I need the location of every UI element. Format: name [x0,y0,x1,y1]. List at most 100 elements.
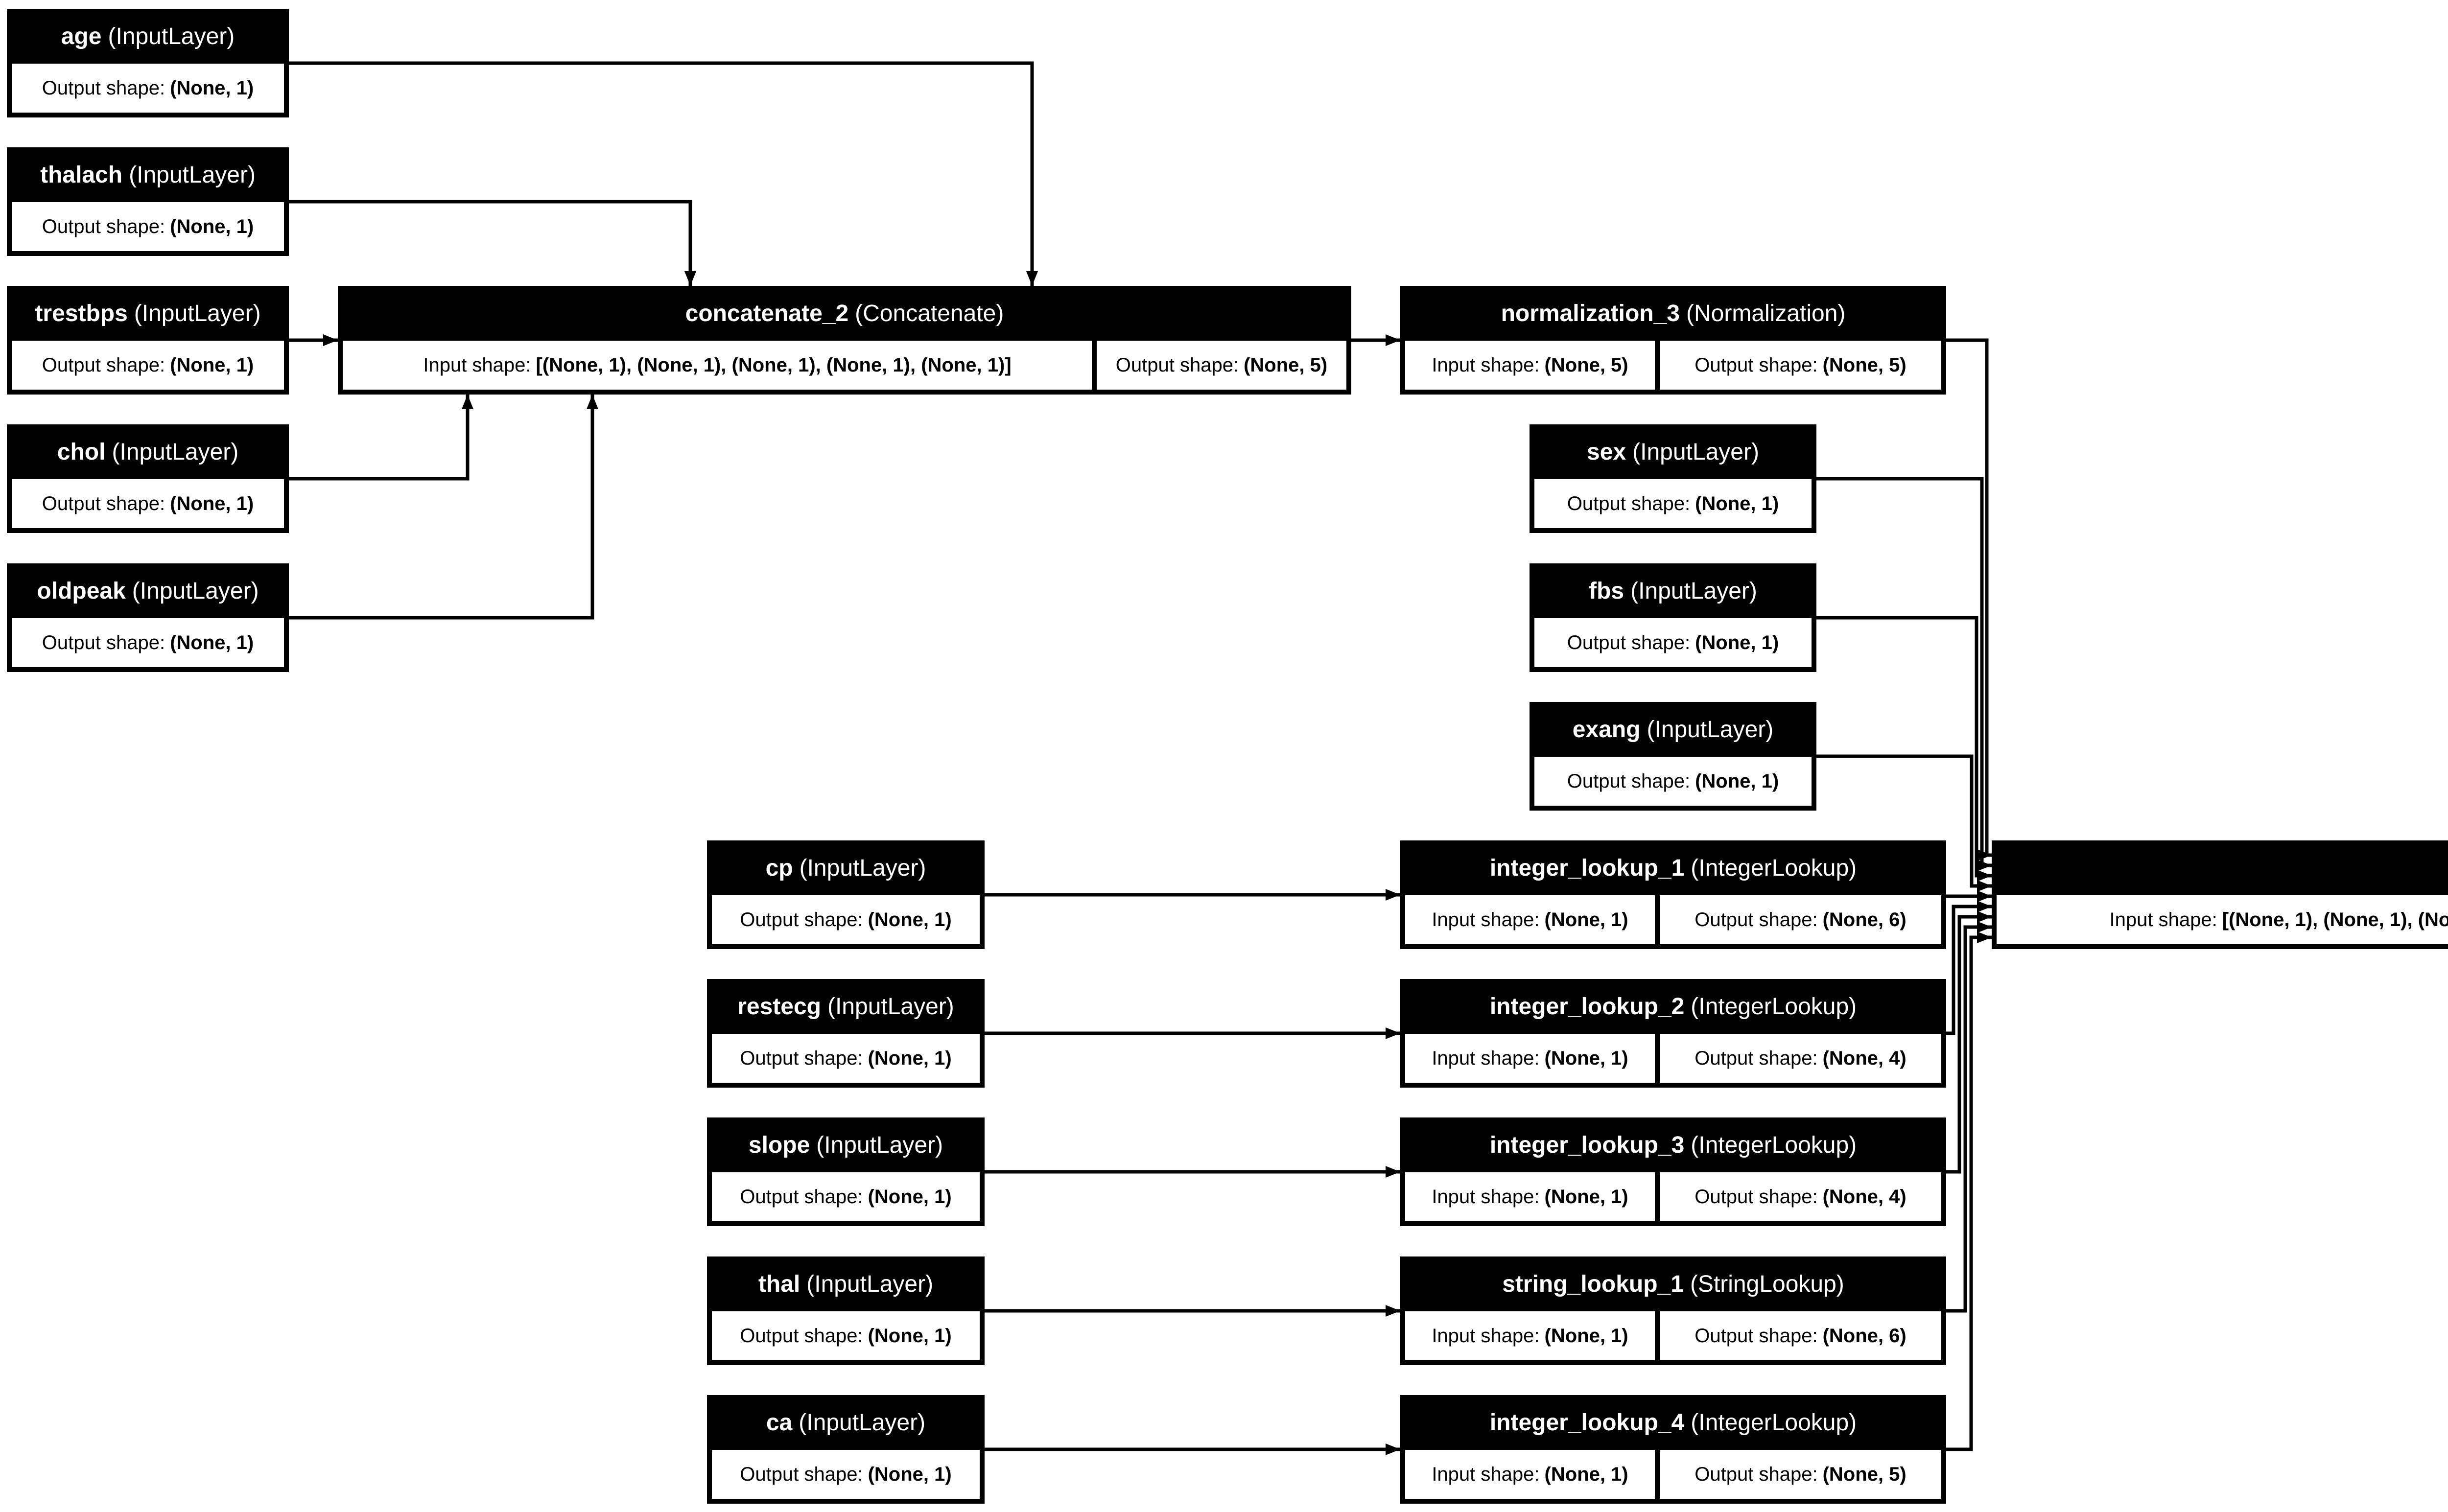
shape-value: (None, 1) [868,1047,952,1069]
layer-name: trestbps [35,300,128,326]
layer-type: (InputLayer) [827,993,954,1020]
layer-body: Input shape: (None, 1) Output shape: (No… [1405,1311,1941,1360]
layer-body: Input shape: (None, 1) Output shape: (No… [1405,1034,1941,1083]
layer-type: (IntegerLookup) [1691,855,1857,881]
cell-input-shape: Input shape: (None, 1) [1405,1172,1655,1221]
layer-body: Input shape: (None, 1) Output shape: (No… [1405,1172,1941,1221]
arrowhead-icon [1977,860,1992,871]
layer-header: chol (InputLayer) [7,424,289,479]
arrowhead-icon [1977,870,1992,882]
shape-value: (None, 1) [170,492,254,514]
layer-body: Output shape: (None, 1) [1534,618,1812,667]
arrowhead-icon [1977,921,1992,933]
layer-type: (StringLookup) [1690,1271,1844,1297]
layer-header: cp (InputLayer) [707,840,985,895]
shape-value: (None, 1) [170,354,254,376]
arrowhead-icon [684,271,696,286]
node-thalach: thalach (InputLayer) Output shape: (None… [7,147,289,256]
shape-label: Output shape: [1115,354,1239,376]
layer-header: sex (InputLayer) [1530,424,1816,479]
node-trestbps: trestbps (InputLayer) Output shape: (Non… [7,286,289,395]
edge-age-to-concatenate_2 [289,61,1034,286]
shape-value: (None, 5) [1822,1463,1907,1485]
shape-value: (None, 1) [170,631,254,653]
shape-value: (None, 5) [1822,354,1907,376]
shape-value: [(None, 1), (None, 1), (None, 1), (None,… [2222,908,2448,930]
cell-output-shape: Output shape: (None, 1) [712,1450,980,1499]
layer-name: oldpeak [37,578,126,604]
layer-body: Output shape: (None, 1) [1534,757,1812,806]
layer-body: Output shape: (None, 1) [712,895,980,944]
shape-label: Input shape: [1432,908,1540,930]
cell-output-shape: Output shape: (None, 5) [1097,341,1346,390]
node-integer_lookup_4: integer_lookup_4 (IntegerLookup) Input s… [1400,1395,1946,1504]
layer-header: exang (InputLayer) [1530,702,1816,757]
node-normalization_3: normalization_3 (Normalization) Input sh… [1400,286,1946,395]
shape-value: (None, 1) [1544,908,1628,930]
edge-normalization_3-to-concatenate_3 [1946,338,1992,857]
shape-value: (None, 5) [1244,354,1328,376]
layer-type: (InputLayer) [108,23,235,49]
layer-header: integer_lookup_2 (IntegerLookup) [1400,979,1946,1034]
shape-label: Input shape: [1432,354,1540,376]
cell-output-shape: Output shape: (None, 1) [712,1311,980,1360]
layer-header: integer_lookup_4 (IntegerLookup) [1400,1395,1946,1450]
arrowhead-icon [1386,1166,1400,1178]
shape-label: Output shape: [1695,354,1818,376]
layer-type: (InputLayer) [129,162,256,188]
layer-name: age [61,23,102,49]
cell-input-shape: Input shape: [(None, 1), (None, 1), (Non… [343,341,1092,390]
edge-fbs-to-concatenate_3 [1816,616,1992,878]
shape-value: (None, 1) [868,1325,952,1347]
layer-body: Output shape: (None, 1) [1534,479,1812,528]
shape-value: (None, 1) [1544,1186,1628,1208]
arrowhead-icon [1977,849,1992,861]
cell-output-shape: Output shape: (None, 1) [1534,479,1812,528]
shape-label: Output shape: [1567,631,1691,653]
layer-body: Input shape: [(None, 1), (None, 1), (Non… [343,341,1346,390]
layer-name: concatenate_2 [685,300,849,326]
cell-output-shape: Output shape: (None, 1) [712,1034,980,1083]
node-concatenate_3: concatenate_3 (Concatenate) Input shape:… [1992,840,2448,949]
layer-name: integer_lookup_4 [1489,1409,1685,1436]
layer-type: (Normalization) [1686,300,1846,326]
layer-header: fbs (InputLayer) [1530,563,1816,618]
layer-name: normalization_3 [1501,300,1680,326]
layer-name: fbs [1589,578,1624,604]
shape-label: Input shape: [2109,908,2217,930]
layer-body: Output shape: (None, 1) [12,341,284,390]
edge-thalach-to-concatenate_2 [289,200,692,286]
shape-label: Output shape: [42,631,165,653]
cell-output-shape: Output shape: (None, 1) [1534,618,1812,667]
shape-value: (None, 1) [868,1186,952,1208]
cell-output-shape: Output shape: (None, 1) [712,1172,980,1221]
arrowhead-icon [1386,1027,1400,1039]
layer-name: thal [758,1271,800,1297]
layer-type: (IntegerLookup) [1691,993,1857,1020]
cell-output-shape: Output shape: (None, 1) [12,618,284,667]
shape-label: Output shape: [740,1186,863,1208]
cell-output-shape: Output shape: (None, 1) [12,341,284,390]
shape-label: Input shape: [1432,1325,1540,1347]
node-concatenate_2: concatenate_2 (Concatenate) Input shape:… [338,286,1351,395]
layer-header: integer_lookup_3 (IntegerLookup) [1400,1117,1946,1172]
layer-type: (Concatenate) [855,300,1004,326]
arrowhead-icon [1386,1305,1400,1317]
node-exang: exang (InputLayer) Output shape: (None, … [1530,702,1816,811]
shape-value: (None, 1) [868,908,952,930]
shape-value: (None, 6) [1822,1325,1907,1347]
layer-type: (IntegerLookup) [1691,1132,1857,1158]
arrowhead-icon [1386,334,1400,346]
layer-type: (InputLayer) [112,439,239,465]
edge-oldpeak-to-concatenate_2 [289,395,594,620]
shape-value: (None, 1) [170,215,254,237]
shape-value: (None, 4) [1822,1047,1907,1069]
shape-label: Output shape: [42,215,165,237]
shape-label: Output shape: [1695,908,1818,930]
shape-label: Output shape: [740,1047,863,1069]
arrowhead-icon [1977,890,1992,902]
node-sex: sex (InputLayer) Output shape: (None, 1) [1530,424,1816,533]
layer-header: ca (InputLayer) [707,1395,985,1450]
shape-value: (None, 1) [868,1463,952,1485]
